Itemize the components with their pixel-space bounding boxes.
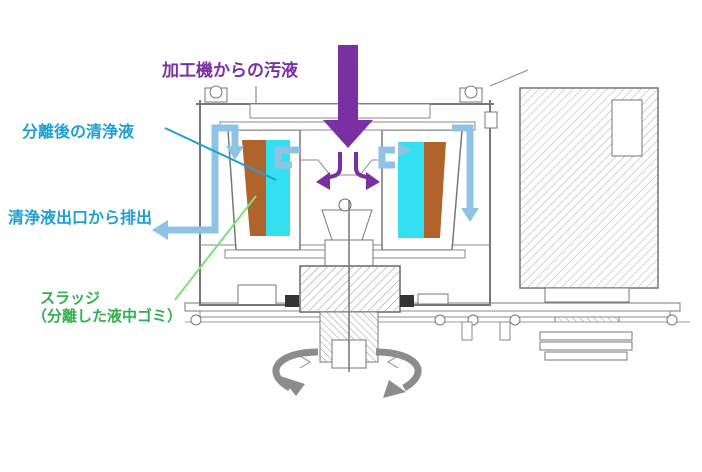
clean-liquid-layer-right — [398, 142, 424, 238]
sludge-sub-label: （分離した液中ゴミ） — [32, 307, 183, 325]
inflow-arrow — [316, 45, 380, 190]
right-inner-arrowhead — [398, 143, 412, 157]
rotation-arrow-right — [375, 348, 422, 398]
left-upper-arrowhead — [226, 146, 244, 160]
shaft-assembly — [285, 198, 414, 372]
outlet-arrowhead — [152, 220, 168, 240]
sludge-leader — [174, 195, 257, 301]
clean-flow-right — [378, 124, 474, 210]
rotation-arrow-left — [272, 348, 319, 396]
motor — [489, 69, 659, 361]
outlet-label: 清浄液出口から排出 — [8, 208, 153, 227]
inflow-label: 加工機からの汚液 — [162, 61, 298, 81]
clean-liquid-label: 分離後の清浄液 — [22, 122, 135, 141]
right-down-arrowhead — [461, 208, 479, 222]
clean-liquid-leader — [164, 127, 277, 181]
sludge-layer-right — [424, 142, 446, 238]
sludge-label: スラッジ — [40, 289, 101, 307]
sludge-layer-left — [242, 140, 268, 236]
clean-flow-left — [168, 124, 300, 234]
base-plate — [184, 284, 690, 341]
